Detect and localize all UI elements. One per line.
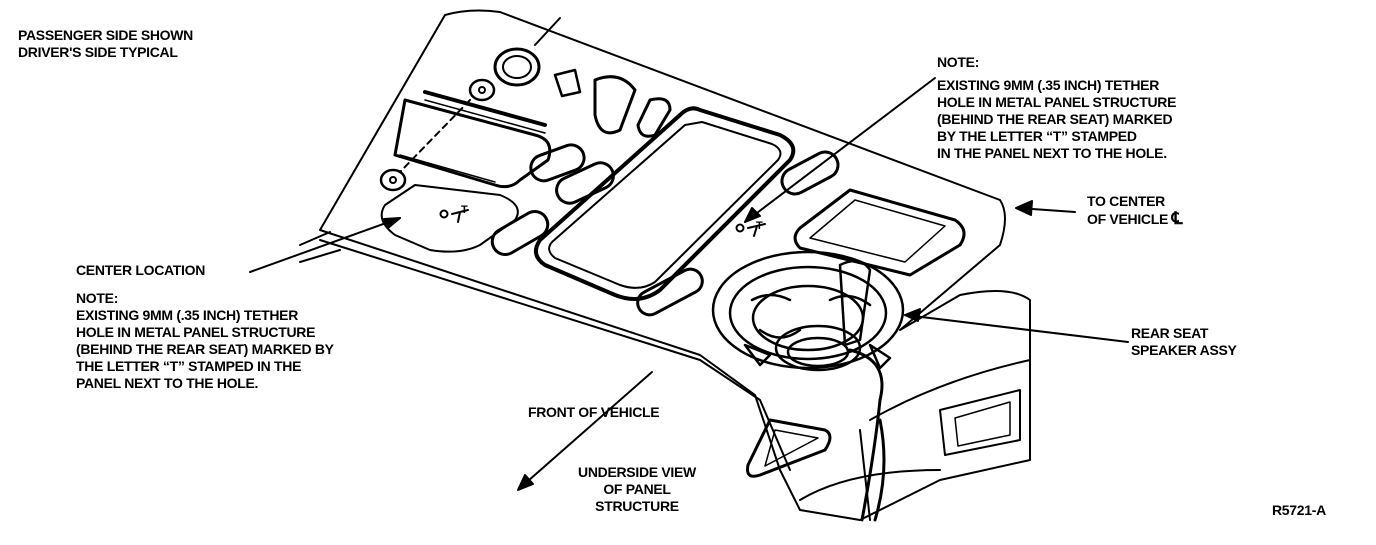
note-left-line: HOLE IN METAL PANEL STRUCTURE <box>76 324 316 340</box>
note-right: NOTE: EXISTING 9mm (.35 INCH) TETHER HOL… <box>937 54 1176 162</box>
underside-view-label: UNDERSIDE VIEW OF PANEL STRUCTURE <box>572 464 702 515</box>
leader-lines <box>249 77 1129 491</box>
stamp-letter-left: T <box>461 204 468 216</box>
right-opening <box>793 188 966 277</box>
note-right-line: EXISTING 9mm (.35 INCH) TETHER <box>937 77 1160 93</box>
panel-front-edge <box>319 239 791 471</box>
dashed-leader <box>399 99 471 173</box>
note-left-line: THE LETTER “T” STAMPED IN THE <box>76 358 302 374</box>
note-right-line: BY THE LETTER “T” STAMPED <box>937 128 1137 144</box>
to-center-label: TO CENTER OF VEHICLE ℄ <box>1087 193 1183 228</box>
note-left-line: (BEHIND THE REAR SEAT) MARKED BY <box>76 341 334 357</box>
figure-id: R5721-A <box>1272 502 1326 518</box>
note-left: NOTE: EXISTING 9mm (.35 INCH) TETHER HOL… <box>76 290 334 392</box>
center-location-label: CENTER LOCATION <box>76 262 206 278</box>
underside-line-1: UNDERSIDE VIEW <box>578 464 696 480</box>
rear-seat-line-2: SPEAKER ASSY <box>1131 342 1237 358</box>
center-large-opening <box>534 106 796 301</box>
stamp-letter-right: T <box>756 220 763 232</box>
panel-outline <box>319 9 1031 521</box>
underside-line-3: STRUCTURE <box>595 498 679 514</box>
note-right-line: HOLE IN METAL PANEL STRUCTURE <box>937 94 1177 110</box>
rear-seat-speaker-label: REAR SEAT SPEAKER ASSY <box>1131 325 1237 359</box>
header-caption: PASSENGER SIDE SHOWN DRIVER'S SIDE TYPIC… <box>18 27 193 61</box>
center-location-slot <box>380 184 519 253</box>
panel-flange-2 <box>859 429 871 521</box>
note-right-line: IN THE PANEL NEXT TO THE HOLE. <box>937 145 1167 161</box>
note-left-title: NOTE: <box>76 290 119 306</box>
rear-seat-speaker <box>711 250 905 522</box>
to-center-line-2: OF VEHICLE <box>1087 211 1169 227</box>
note-right-line: (BEHIND THE REAR SEAT) MARKED <box>937 111 1173 127</box>
panel-flange-3 <box>873 418 886 522</box>
panel-edge-lines <box>299 231 341 263</box>
front-of-vehicle-label: FRONT OF VEHICLE <box>528 404 660 420</box>
note-right-title: NOTE: <box>937 54 980 70</box>
upper-left-slot <box>393 98 552 189</box>
round-hole <box>493 47 541 87</box>
centerline-symbol: ℄ <box>1171 209 1183 228</box>
panel-flange <box>869 359 1031 421</box>
header-line-1: PASSENGER SIDE SHOWN <box>18 27 193 43</box>
header-line-2: DRIVER'S SIDE TYPICAL <box>18 44 178 60</box>
rear-seat-line-1: REAR SEAT <box>1131 325 1209 341</box>
note-left-line: EXISTING 9mm (.35 INCH) TETHER <box>76 307 299 323</box>
to-center-line-1: TO CENTER <box>1087 193 1165 209</box>
underside-line-2: OF PANEL <box>603 481 671 497</box>
note-left-line: PANEL NEXT TO THE HOLE. <box>76 375 259 391</box>
